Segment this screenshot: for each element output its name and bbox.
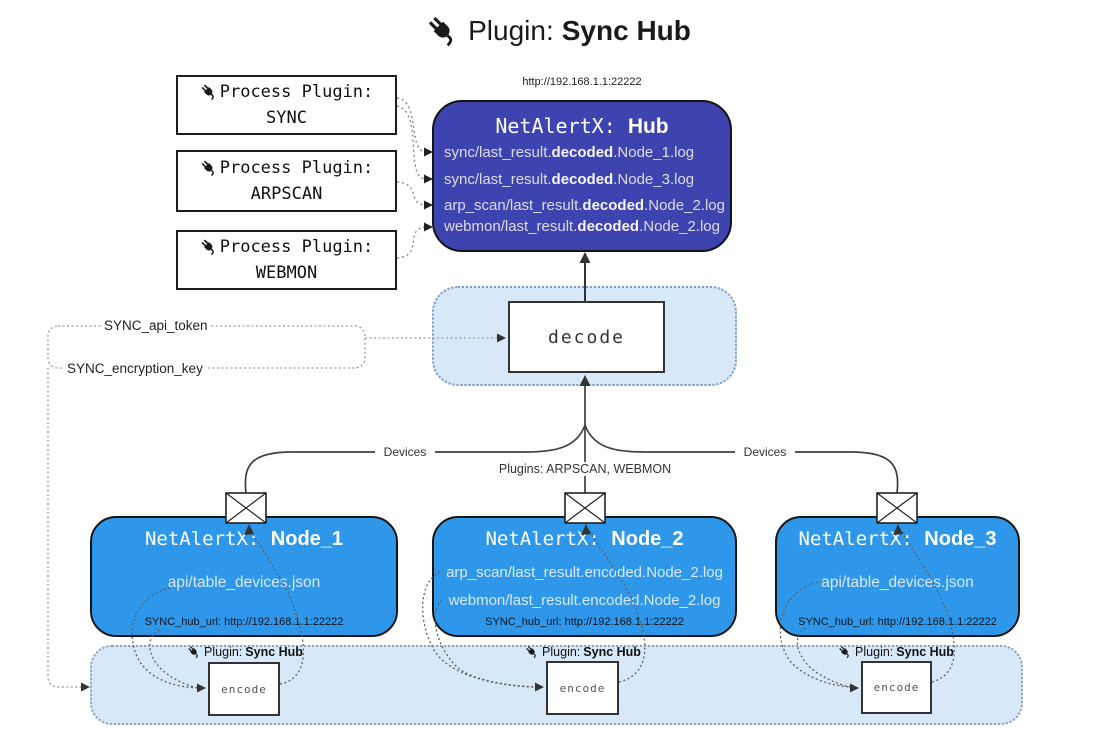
node-hub-url: SYNC_hub_url: http://192.168.1.1:22222 [485,616,684,628]
node-file: arp_scan/last_result.encoded.Node_2.log [446,564,723,581]
encode3-plugin-label: Plugin: Sync Hub [811,645,981,659]
decode-box: decode [508,301,665,373]
sync-api-token-label: SYNC_api_token [101,318,211,333]
process-plugin-sync: Process Plugin: SYNC [176,75,397,135]
node-title: NetAlertX: Node_1 [144,528,344,550]
process-plugin-name: ARPSCAN [250,184,323,204]
page-title: Plugin: Sync Hub [0,14,1117,48]
encode3-box: encode [861,661,932,714]
node-title: NetAlertX: Node_2 [485,528,684,550]
devices-label-right: Devices [735,445,795,459]
process-plugin-webmon: Process Plugin: WEBMON [176,230,397,290]
process-plugin-label: Process Plugin: [219,158,374,178]
plug-icon [201,239,214,256]
process-plugin-label: Process Plugin: [219,237,374,257]
process-plugin-arpscan: Process Plugin: ARPSCAN [176,150,397,212]
process-plugin-name: WEBMON [255,263,318,283]
node-to-decode-curves [244,386,899,494]
sync-encryption-key-label: SYNC_encryption_key [64,361,206,376]
encode2-box: encode [546,661,619,715]
encode2-plugin-label: Plugin: Sync Hub [498,645,668,659]
node2-box: NetAlertX: Node_2 arp_scan/last_result.e… [432,516,737,637]
node-file: api/table_devices.json [167,574,321,591]
node-title: NetAlertX: Node_3 [798,528,997,550]
hub-log-line: webmon/last_result.decoded.Node_2.log [444,218,720,235]
node-file: webmon/last_result.encoded.Node_2.log [448,592,721,609]
plug-icon [201,160,214,177]
title-name: Sync Hub [561,15,691,46]
plug-icon [188,646,198,659]
plug-icon [526,646,536,659]
process-plugin-label: Process Plugin: [219,82,374,102]
hub-log-line: sync/last_result.decoded.Node_1.log [444,144,695,161]
plug-icon [839,646,849,659]
node-hub-url: SYNC_hub_url: http://192.168.1.1:22222 [798,616,997,628]
hub-title-prefix: NetAlertX: [495,114,616,138]
hub-log-line: sync/last_result.decoded.Node_3.log [444,171,695,188]
band-input-arrowhead [81,682,90,692]
plug-icon [428,16,453,47]
hub-box: NetAlertX: Hub sync/last_result.decoded.… [432,100,732,252]
node1-box: NetAlertX: Node_1 api/table_devices.json… [90,516,398,637]
devices-label-left: Devices [375,445,435,459]
plugins-label-center: Plugins: ARPSCAN, WEBMON [495,462,675,476]
hub-title-name: Hub [627,115,669,138]
encode1-box: encode [208,662,280,716]
process-plugin-name: SYNC [266,108,307,128]
encode1-plugin-label: Plugin: Sync Hub [160,645,330,659]
hub-title: NetAlertX: Hub [434,114,730,139]
hub-log-line: arp_scan/last_result.decoded.Node_2.log [444,197,725,214]
hub-url: http://192.168.1.1:22222 [522,76,642,88]
node3-box: NetAlertX: Node_3 api/table_devices.json… [775,516,1020,637]
node-hub-url: SYNC_hub_url: http://192.168.1.1:22222 [144,616,344,628]
process-to-hub-connectors [396,97,426,259]
plug-icon [201,84,214,101]
title-prefix: Plugin: [468,15,554,46]
node-file: api/table_devices.json [821,574,974,591]
